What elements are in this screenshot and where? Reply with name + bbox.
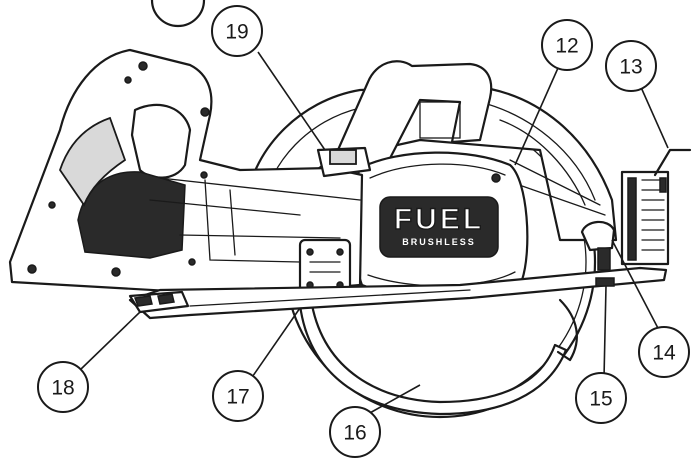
callout-19: 19 xyxy=(211,5,263,57)
svg-text:19: 19 xyxy=(225,21,248,44)
rear-handle xyxy=(8,48,364,297)
lower-blade-guard xyxy=(298,303,568,416)
callout-14: 14 xyxy=(638,326,690,378)
handle-screws xyxy=(27,61,210,277)
motor-housing: FUEL BRUSHLESS xyxy=(353,151,529,297)
svg-text:12: 12 xyxy=(555,35,578,58)
svg-text:16: 16 xyxy=(343,422,366,445)
callout-15: 15 xyxy=(575,372,627,424)
svg-text:14: 14 xyxy=(652,342,676,365)
svg-text:13: 13 xyxy=(619,56,642,79)
rear-shoe-clip xyxy=(128,290,190,314)
callout-18: 18 xyxy=(37,361,89,413)
front-bevel-bracket xyxy=(620,148,692,266)
front-knob xyxy=(580,220,616,271)
shoe-tab xyxy=(595,277,615,287)
shoe-plate xyxy=(128,266,668,320)
top-handle xyxy=(328,60,493,170)
svg-text:18: 18 xyxy=(51,377,74,400)
callout-17: 17 xyxy=(212,370,264,422)
svg-text:17: 17 xyxy=(226,386,249,409)
callout-13: 13 xyxy=(605,40,657,92)
callout-12: 12 xyxy=(541,19,593,71)
partial-callout xyxy=(150,0,206,28)
leader-lines xyxy=(79,51,669,415)
upper-blade-guard xyxy=(243,84,618,242)
callout-16: 16 xyxy=(329,406,381,458)
svg-text:15: 15 xyxy=(589,388,612,411)
brand-sublogo: BRUSHLESS xyxy=(402,237,476,247)
brand-logo: FUEL xyxy=(394,203,484,236)
